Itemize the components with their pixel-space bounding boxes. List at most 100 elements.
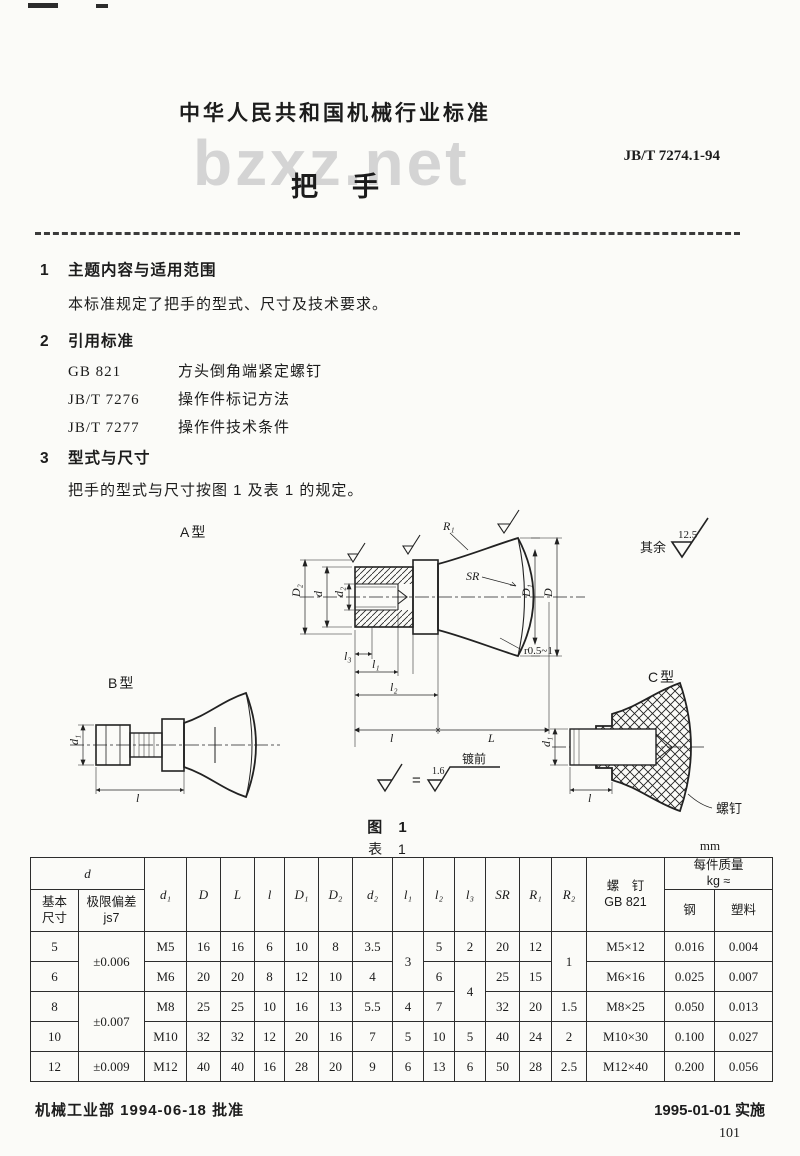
col-header-SR: SR (485, 856, 520, 933)
table-cell: 2 (551, 1021, 587, 1053)
col-header-d2: d₂ (352, 856, 393, 933)
table-cell: 12 (30, 1051, 79, 1083)
col-header-R2: R₂ (551, 856, 587, 933)
dim-label-l: l (390, 731, 394, 745)
dim-label-D2: D₂ (289, 584, 303, 598)
dim-label-d: d (311, 590, 325, 597)
table-cell: ±0.007 (78, 991, 145, 1053)
watermark: bzxz.net (193, 127, 470, 199)
table-cell: 0.100 (664, 1021, 715, 1053)
table-cell: 4 (392, 991, 424, 1023)
table-cell: 20 (220, 961, 255, 993)
table-cell: 0.007 (713, 961, 774, 993)
table-cell: 1.5 (551, 991, 587, 1023)
table-cell: 40 (186, 1051, 221, 1083)
reference-name: 操作件标记方法 (178, 391, 291, 408)
section-3-body: 把手的型式与尺寸按图 1 及表 1 的规定。 (68, 482, 364, 499)
table-cell: 8 (30, 991, 79, 1023)
section-1-number: 1 (40, 262, 50, 279)
equals-sign: = (412, 772, 421, 789)
table-cell: 2.5 (551, 1051, 587, 1083)
table-cell: M6 (144, 961, 187, 993)
scan-artifact (28, 3, 58, 8)
table-cell: 20 (519, 991, 552, 1023)
table-cell: 0.056 (713, 1051, 774, 1083)
type-a-drawing: R₁ SR D₂ d d₂ D₁ D r0.5~1 (289, 509, 585, 747)
standard-number: JB/T 7274.1-94 (623, 148, 720, 164)
table-cell: 6 (392, 1051, 424, 1083)
section-3-number: 3 (40, 450, 50, 467)
header-divider (35, 232, 740, 235)
table-cell: 6 (30, 961, 79, 993)
dimension-table: d d₁ D L l D₁ D₂ d₂ l₁ l₂ l₃ SR R₁ R₂ 螺 … (30, 856, 774, 1083)
section-2-number: 2 (40, 333, 50, 350)
table-cell: 20 (318, 1051, 353, 1083)
table-cell: 0.200 (664, 1051, 715, 1083)
figure-caption: 图 1 (367, 819, 413, 836)
table-cell: M8×25 (586, 991, 665, 1023)
table-cell: 5.5 (352, 991, 393, 1023)
table-cell: 0.050 (664, 991, 715, 1023)
table-cell: 10 (423, 1021, 455, 1053)
table-cell: M10×30 (586, 1021, 665, 1053)
table-cell: 9 (352, 1051, 393, 1083)
table-cell: 5 (30, 931, 79, 963)
rest-roughness-value: 12.5 (678, 529, 698, 541)
dim-label-d1-b: d₁ (67, 735, 81, 745)
table-cell: 6 (454, 1051, 486, 1083)
table-cell: 7 (352, 1021, 393, 1053)
col-header-basic: 基本 尺寸 (30, 889, 79, 933)
implementation-date: 1995-01-01 实施 (654, 1102, 765, 1119)
col-header-d1: d₁ (144, 856, 187, 933)
col-header-R1: R₁ (519, 856, 552, 933)
dim-label-l3: l₃ (344, 649, 352, 663)
table-cell: 13 (318, 991, 353, 1023)
col-header-D1: D₁ (284, 856, 319, 933)
table-cell: 40 (485, 1021, 520, 1053)
dim-label-d2: d₂ (332, 587, 346, 597)
table-unit: mm (699, 838, 721, 853)
document-title: 把手 (291, 172, 413, 202)
table-header-row: 基本 尺寸 极限偏差 js7 钢 塑料 (30, 889, 774, 933)
col-header-plastic: 塑料 (713, 889, 774, 933)
note-text: 镀前 (462, 751, 486, 766)
dim-label-l2: l₂ (390, 680, 398, 694)
dim-label-R1: R₁ (442, 519, 455, 533)
table-cell: 16 (186, 931, 221, 963)
section-1-body: 本标准规定了把手的型式、尺寸及技术要求。 (68, 296, 389, 313)
table-cell: 1 (551, 931, 587, 993)
table-cell: 10 (284, 931, 319, 963)
table-cell: 10 (254, 991, 285, 1023)
table-cell: 8 (254, 961, 285, 993)
col-header-l3: l₃ (454, 856, 486, 933)
dim-label-l1: l₁ (372, 657, 380, 671)
table-cell: 0.004 (713, 931, 774, 963)
type-a-label: A型 (180, 524, 207, 540)
roughness-check-icon (347, 542, 366, 564)
table-cell: 32 (485, 991, 520, 1023)
table-cell: 6 (423, 961, 455, 993)
rest-label: 其余 (640, 540, 666, 555)
type-b-label: B型 (108, 675, 135, 691)
col-header-D: D (186, 856, 221, 933)
table-cell: 16 (220, 931, 255, 963)
col-header-steel: 钢 (664, 889, 715, 933)
table-cell: 40 (220, 1051, 255, 1083)
table-cell: 0.013 (713, 991, 774, 1023)
table-cell: 13 (423, 1051, 455, 1083)
col-header-d: d (30, 856, 145, 891)
table-cell: 4 (454, 961, 486, 1023)
section-1-title: 主题内容与适用范围 (68, 262, 217, 279)
type-b-drawing: B型 d₁ l (67, 675, 280, 805)
table-cell: 16 (284, 991, 319, 1023)
table-cell: 24 (519, 1021, 552, 1053)
table-cell: 2 (454, 931, 486, 963)
table-cell: 8 (318, 931, 353, 963)
